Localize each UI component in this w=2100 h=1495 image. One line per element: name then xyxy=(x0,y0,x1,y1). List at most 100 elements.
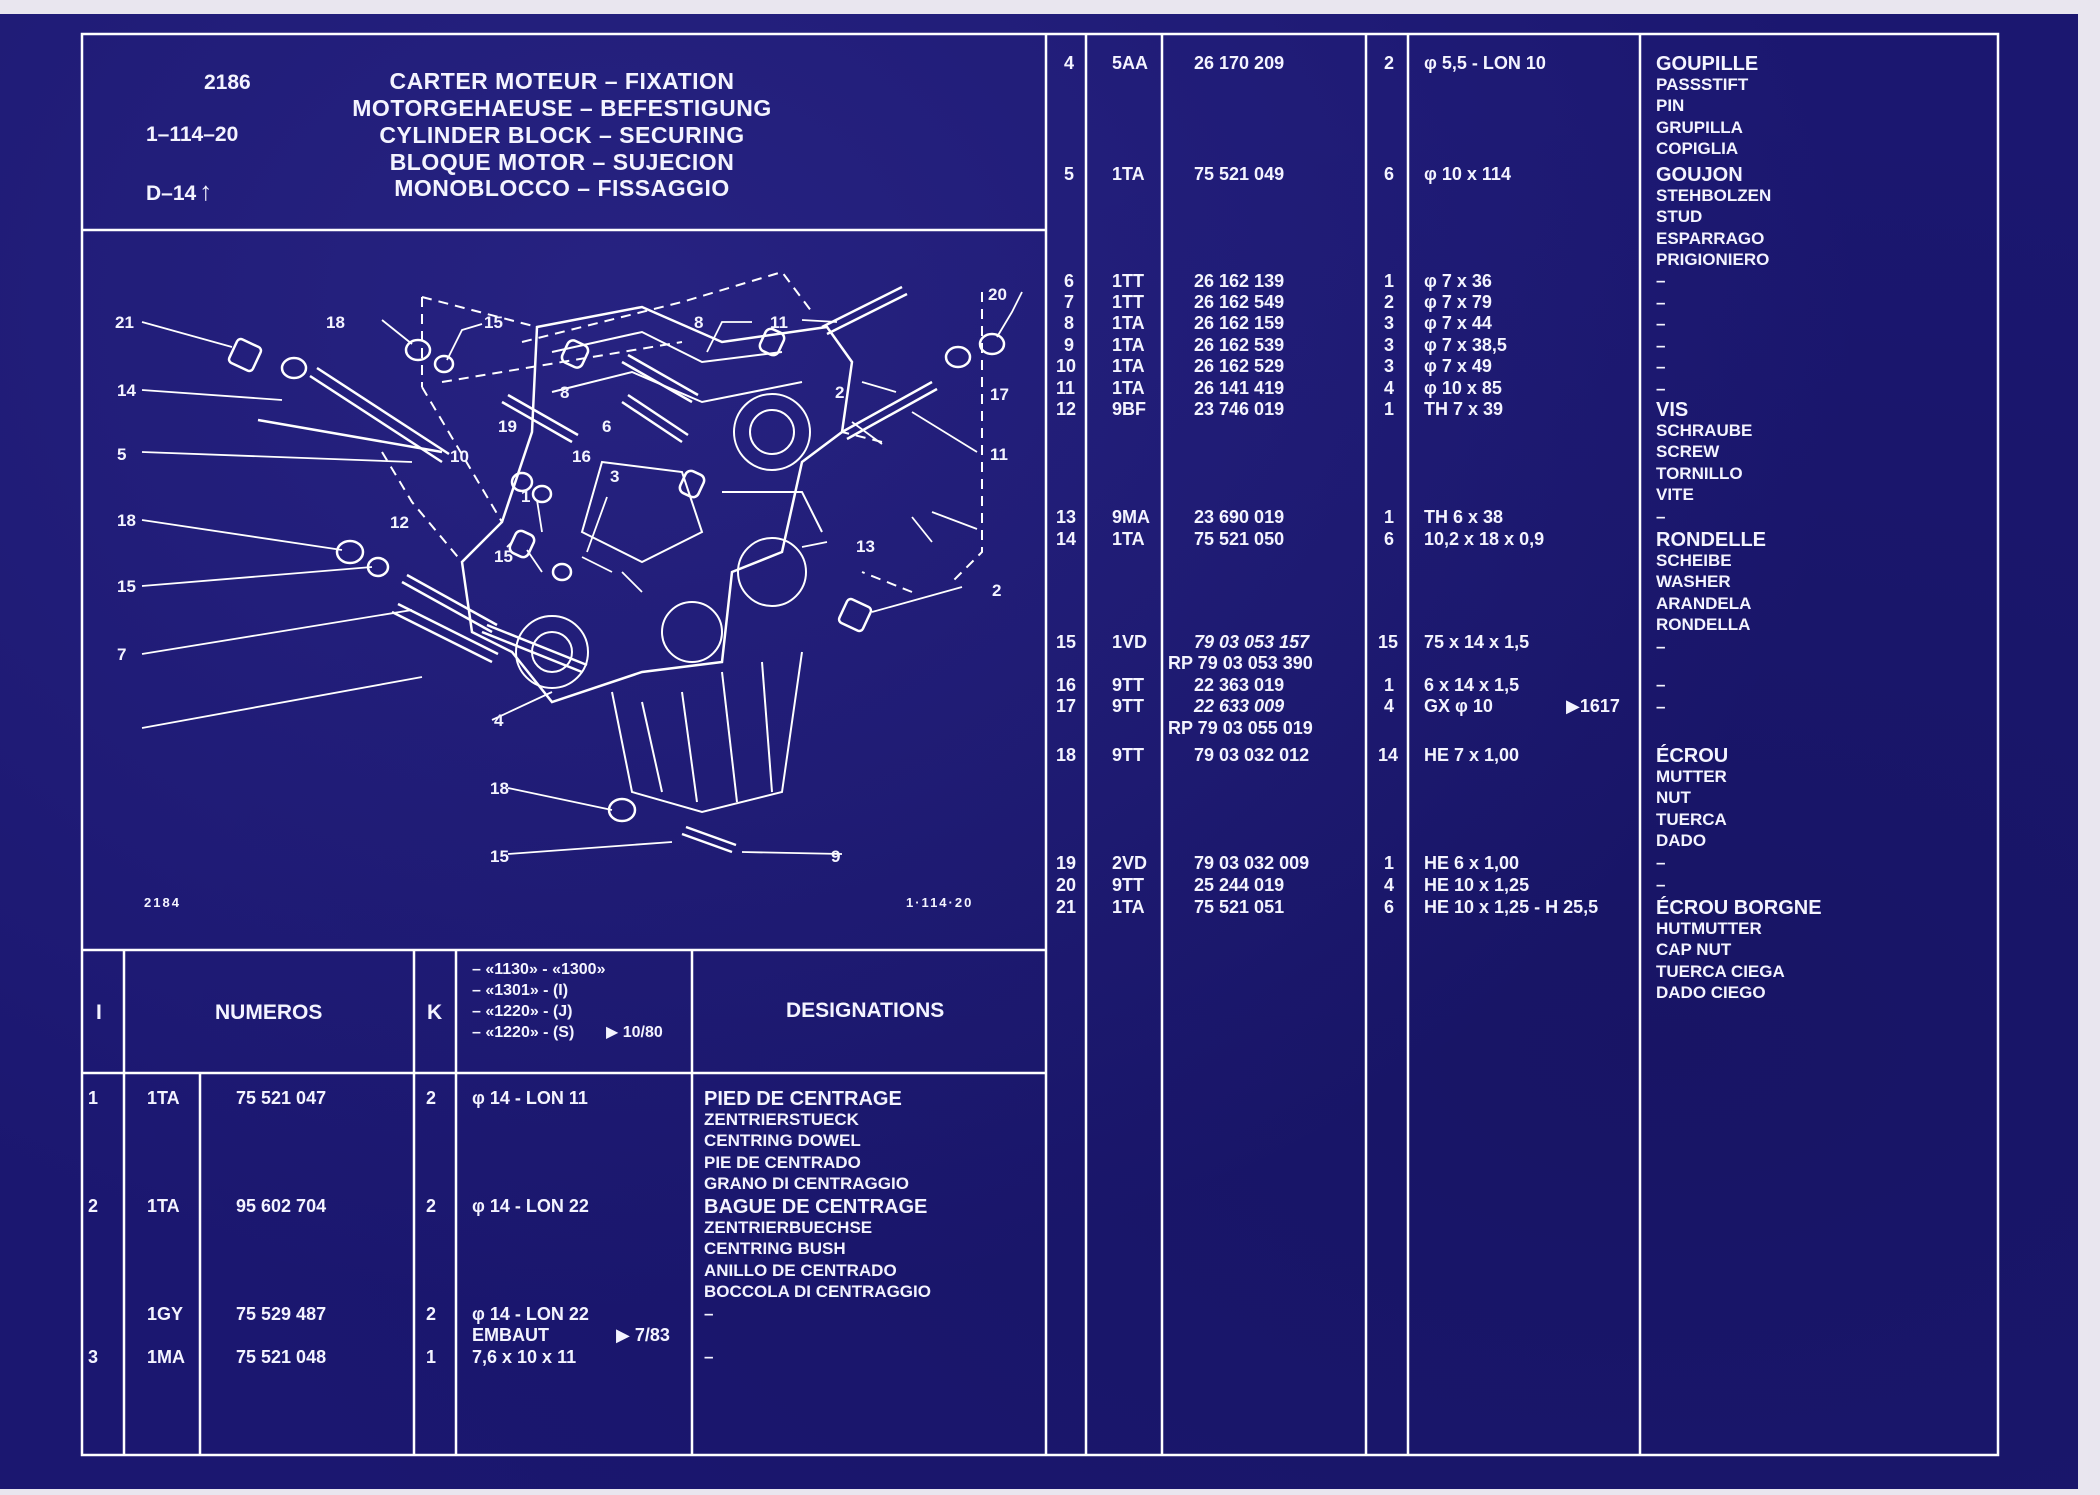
designation-line: GOUPILLE xyxy=(1656,53,1759,75)
row-code: 9BF xyxy=(1112,399,1147,419)
designation-line: VIS xyxy=(1656,399,1689,421)
row-quantity: 1 xyxy=(1384,399,1395,419)
exploded-view-drawing xyxy=(141,270,1023,855)
row-item-number: 21 xyxy=(1056,897,1077,917)
row-dimension: φ 10 x 85 xyxy=(1424,378,1502,398)
row-code: 1TA xyxy=(1112,335,1145,355)
row-item-number: 8 xyxy=(1064,313,1075,333)
variant-line: – «1220» - (S) xyxy=(472,1024,575,1041)
row-part-number: 23 690 019 xyxy=(1194,507,1285,527)
row-dimension: 7,6 x 10 x 11 xyxy=(472,1347,577,1367)
callout-number: 18 xyxy=(326,313,345,332)
designation-line: VITE xyxy=(1656,485,1694,504)
col-header-designations: DESIGNATIONS xyxy=(786,999,945,1022)
row-quantity: 6 xyxy=(1384,164,1395,184)
designation-line: – xyxy=(1656,636,1666,656)
row-part-number: 79 03 032 009 xyxy=(1194,853,1310,873)
row-quantity: 4 xyxy=(1384,875,1395,895)
row-part-number: 26 162 529 xyxy=(1194,356,1285,376)
row-quantity: 2 xyxy=(426,1196,437,1216)
row-item-number: 20 xyxy=(1056,875,1077,895)
row-dimension: HE 10 x 1,25 xyxy=(1424,875,1530,895)
designation-line: STUD xyxy=(1656,207,1703,226)
row-quantity: 3 xyxy=(1384,335,1395,355)
row-item-number: 19 xyxy=(1056,853,1077,873)
row-dimension: TH 6 x 38 xyxy=(1424,507,1504,527)
row-quantity: 2 xyxy=(1384,53,1395,73)
row-item-number: 12 xyxy=(1056,399,1077,419)
row-designation: – xyxy=(704,1347,714,1366)
row-item-number: 11 xyxy=(1056,378,1076,398)
row-part-number: 75 521 048 xyxy=(236,1347,327,1367)
row-part-number: 22 633 009 xyxy=(1194,696,1285,716)
row-code: 1TT xyxy=(1112,271,1145,291)
variant-line: – «1130» - «1300» xyxy=(472,961,606,978)
row-dimension: φ 7 x 36 xyxy=(1424,271,1492,291)
header-title-line: CYLINDER BLOCK – SECURING xyxy=(379,122,745,148)
row-quantity: 2 xyxy=(426,1304,437,1324)
designation-line: ARANDELA xyxy=(1656,593,1752,613)
row-part-number: 75 521 051 xyxy=(1194,897,1285,917)
row-item-number: 17 xyxy=(1056,696,1077,716)
drawing-code-right: 1·114·20 xyxy=(906,895,974,910)
callout-number: 15 xyxy=(484,313,503,332)
row-dimension: φ 7 x 38,5 xyxy=(1424,335,1507,355)
row-part-number: 26 162 139 xyxy=(1194,271,1285,291)
row-code: 2VD xyxy=(1112,853,1148,873)
callout-number: 10 xyxy=(450,447,469,466)
callout-number: 4 xyxy=(494,711,504,730)
designation-line: – xyxy=(1656,271,1666,290)
designation-line: PIN xyxy=(1656,96,1685,115)
row-dimension: GX φ 10 xyxy=(1424,696,1493,716)
row-item-number: 3 xyxy=(88,1347,99,1367)
reference-number: 2186 xyxy=(204,71,251,94)
row-designation: PIED DE CENTRAGE xyxy=(704,1088,902,1110)
row-quantity: 1 xyxy=(426,1347,437,1367)
callout-number: 11 xyxy=(770,313,788,332)
row-quantity: 15 xyxy=(1378,632,1399,652)
row-part-number: 23 746 019 xyxy=(1194,399,1285,419)
designation-line: – xyxy=(1656,506,1666,526)
col-header-i: I xyxy=(96,1001,102,1024)
row-item-number: 1 xyxy=(88,1088,99,1108)
designation-line: TUERCA xyxy=(1656,809,1727,829)
designation-line: ÉCROU BORGNE xyxy=(1656,897,1822,919)
row-code: 1TA xyxy=(1112,164,1145,184)
callout-number: 9 xyxy=(831,847,841,866)
callout-number: 14 xyxy=(117,381,136,400)
designation-line: NUT xyxy=(1656,788,1691,807)
row-quantity: 4 xyxy=(1384,378,1395,398)
row-quantity: 3 xyxy=(1384,356,1395,376)
row-dimension: φ 10 x 114 xyxy=(1424,164,1511,184)
row-code: 9TT xyxy=(1112,696,1145,716)
callout-number: 6 xyxy=(602,417,612,436)
row-designation: BOCCOLA DI CENTRAGGIO xyxy=(704,1282,931,1301)
row-item-number: 9 xyxy=(1064,335,1075,355)
row-quantity: 2 xyxy=(1384,292,1395,312)
designation-line: PASSSTIFT xyxy=(1656,74,1749,94)
row-quantity: 1 xyxy=(1384,853,1395,873)
row-item-number: 16 xyxy=(1056,675,1077,695)
designation-line: RONDELLA xyxy=(1656,615,1751,634)
designation-line: TORNILLO xyxy=(1656,463,1743,483)
row-designation: – xyxy=(704,1304,714,1323)
callout-number: 1 xyxy=(521,487,531,506)
row-code: 9MA xyxy=(1112,507,1151,527)
row-part-number: 79 03 032 012 xyxy=(1194,745,1310,765)
row-item-number: 2 xyxy=(88,1196,99,1216)
row-code: 1GY xyxy=(147,1304,184,1324)
callout-number: 19 xyxy=(498,417,517,436)
designation-line: ÉCROU xyxy=(1656,745,1729,767)
designation-line: MUTTER xyxy=(1656,766,1727,786)
row-code: 1TA xyxy=(147,1196,180,1216)
callout-number: 15 xyxy=(494,547,513,566)
up-arrow-icon: ↑ xyxy=(199,176,213,206)
row-part-number: RP 79 03 053 390 xyxy=(1168,653,1313,673)
row-item-number: 6 xyxy=(1064,271,1075,291)
row-part-number: 95 602 704 xyxy=(236,1196,327,1216)
callout-number: 12 xyxy=(390,513,409,532)
row-code: 1TA xyxy=(1112,378,1145,398)
row-dimension: TH 7 x 39 xyxy=(1424,399,1504,419)
designation-line: WASHER xyxy=(1656,572,1731,591)
row-code: 1MA xyxy=(147,1347,186,1367)
